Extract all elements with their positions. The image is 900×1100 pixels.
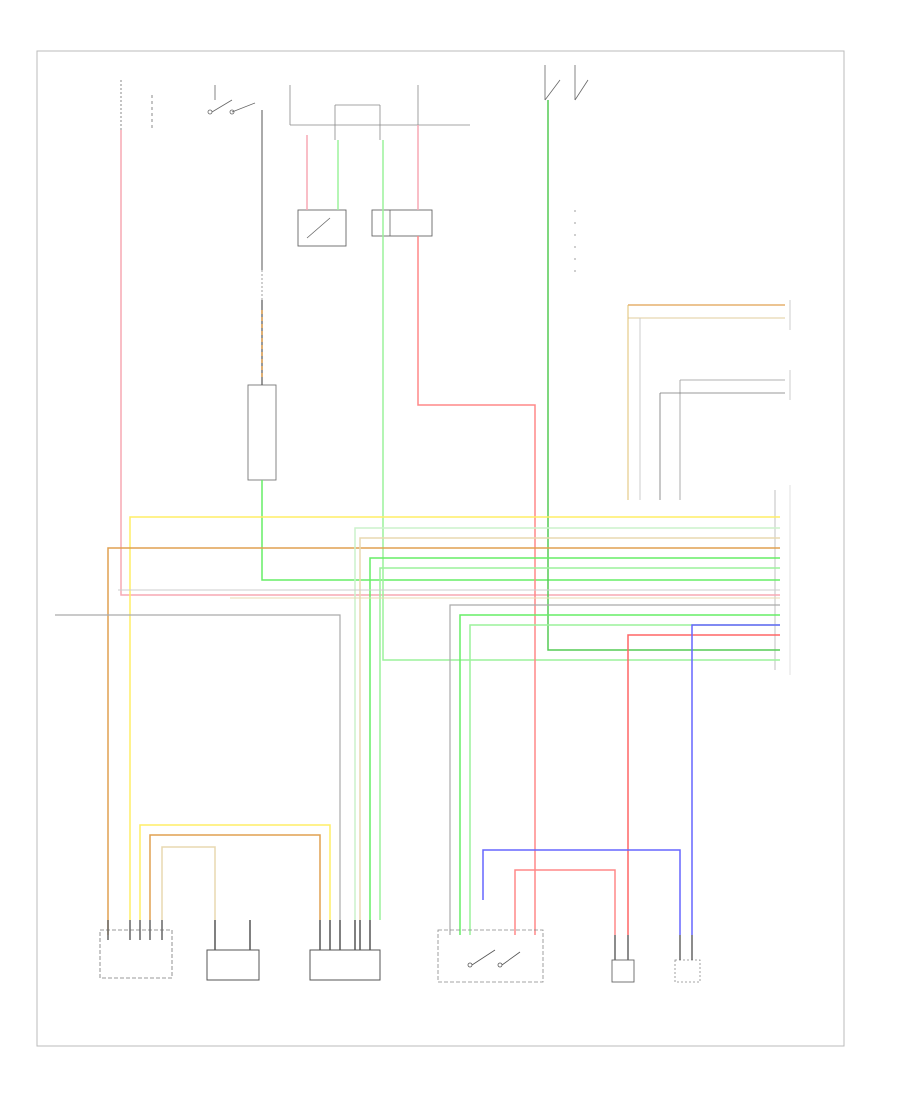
wire-bus-green [369, 557, 780, 920]
wire-tan-1 [161, 846, 216, 920]
fuse-top-1 [120, 80, 153, 130]
wire-bus-tan [359, 537, 780, 920]
wire-orange-2 [149, 834, 321, 920]
overdrive-switch [437, 929, 544, 983]
wire-red-lower-2 [627, 634, 780, 935]
speed-sensor-nt [674, 935, 701, 983]
wire-green-od-3 [469, 624, 780, 935]
fuse-top-2 [289, 85, 470, 140]
wire-pink-left [120, 130, 780, 596]
combination-meter [247, 384, 277, 481]
wire-bus-lgreen [379, 567, 780, 920]
wire-green-od-2 [459, 614, 780, 935]
wire-green-od-1 [449, 604, 780, 935]
trans-range-sensor [206, 920, 260, 981]
wire-green-2 [382, 140, 780, 661]
shift-lock-switch [611, 935, 635, 983]
wire-yellow-1 [129, 516, 780, 920]
diagram-border [36, 50, 845, 1047]
wire-red-lower-1 [514, 869, 616, 935]
wire-green-switch [547, 100, 780, 651]
top-switch-pair [544, 65, 589, 275]
wire-blue-1 [482, 849, 681, 935]
stop-light-relay [297, 209, 347, 247]
wire-green-meter [261, 480, 780, 581]
connector-group-right [627, 300, 791, 500]
wire-blue-2 [691, 624, 780, 935]
wire-bus-lgreen-2 [354, 527, 780, 920]
wire-gray-left [55, 614, 341, 920]
wire-yellow-2 [139, 824, 331, 920]
ignition-switch [207, 85, 263, 270]
neutral-start-relay [371, 209, 433, 237]
vehicle-speed-sensor [99, 920, 173, 979]
shift-solenoid-assy [309, 920, 381, 981]
wire-orange-1 [107, 547, 780, 935]
wire-red-relay-down [417, 236, 536, 935]
